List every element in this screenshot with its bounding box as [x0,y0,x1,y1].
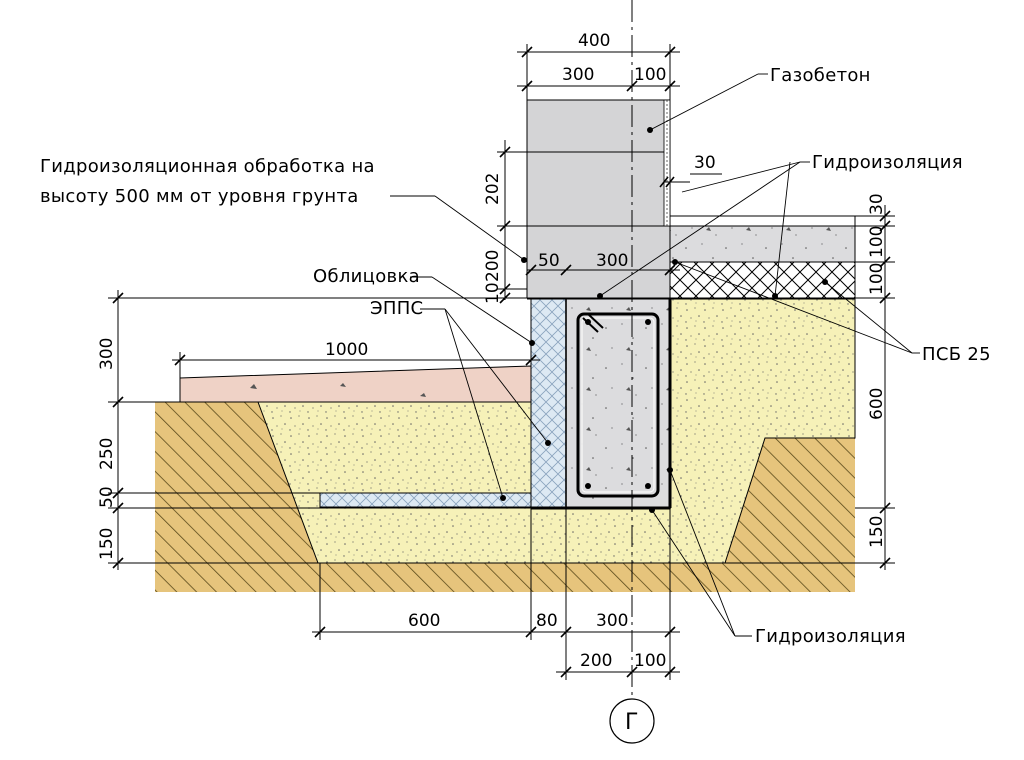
gazobeton-text: Газобетон [770,65,871,86]
dim-gap: 30 [694,153,716,173]
dim-bottom-80: 80 [536,611,558,631]
oblitsovka-text: Облицовка [313,266,420,287]
dim-wall-upper: 202 [483,173,503,205]
dim-right-100a: 100 [867,226,887,258]
label-psb: ПСБ 25 [672,259,991,365]
dim-left-250: 250 [97,438,117,470]
label-waterproofing-treatment: Гидроизоляционная обработка на высоту 50… [40,156,528,263]
dimensions-bottom: 600 80 300 200 100 [312,508,680,680]
dim-bottom-600: 600 [408,611,440,631]
dim-right-600: 600 [867,388,887,420]
dimensions-under-wall: 50 300 [525,251,680,276]
dimension-gap: 30 [659,153,722,188]
dim-under-300: 300 [596,251,628,271]
dim-top-total: 400 [578,31,610,51]
grid-axis-bubble: Г [609,698,655,744]
dim-under-50: 50 [538,251,560,271]
dim-left-50: 50 [97,486,117,508]
dim-small-10: 10 [483,282,503,304]
dimensions-right: 30 100 100 600 150 [855,193,895,570]
dimensions-left: 300 250 50 150 [97,290,531,570]
label-waterproofing-bottom: Гидроизоляция [649,467,906,647]
dim-top-left: 300 [562,65,594,85]
psb-text: ПСБ 25 [922,344,991,365]
grid-axis-label: Г [625,710,638,735]
dim-top-right: 100 [634,65,666,85]
xps-horizontal [319,492,532,508]
dim-bottom-200: 200 [580,651,612,671]
label-waterproofing-top: Гидроизоляция [597,152,963,299]
dim-right-150: 150 [867,516,887,548]
dimensions-wall-left: 202 200 10 [483,140,527,304]
floor-layers [669,215,856,299]
dim-right-30: 30 [867,193,887,215]
label-epps: ЭППС [370,298,551,501]
dim-bottom-100: 100 [634,651,666,671]
epps-text: ЭППС [370,298,423,319]
label-gazobeton: Газобетон [647,65,871,133]
dim-bottom-300: 300 [596,611,628,631]
waterproofing-top-text: Гидроизоляция [812,152,963,173]
xps-vertical [530,297,567,509]
concrete-foundation [565,297,671,509]
dimension-paving: 1000 [172,340,540,378]
dim-left-300: 300 [97,338,117,370]
dim-wall-lower: 200 [483,250,503,282]
dimensions-top: 400 300 100 [517,31,680,100]
label-oblitsovka: Облицовка [313,266,535,346]
dim-right-100b: 100 [867,263,887,295]
dim-paving: 1000 [325,340,368,360]
treatment-text-1: Гидроизоляционная обработка на [40,156,375,177]
dim-left-150: 150 [97,528,117,560]
waterproofing-bottom-text: Гидроизоляция [755,626,906,647]
blind-area-paving [179,365,532,403]
treatment-text-2: высоту 500 мм от уровня грунта [40,186,359,207]
